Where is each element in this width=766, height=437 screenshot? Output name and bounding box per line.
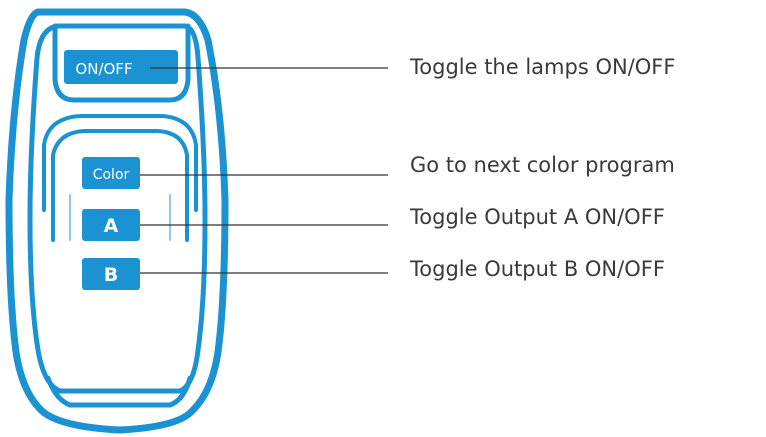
power-button-face [64, 50, 178, 84]
a-button-face [82, 209, 140, 241]
callout-a: Toggle Output A ON/OFF [410, 205, 665, 229]
panel-arch-inner [51, 129, 189, 242]
remote-inner-body [27, 23, 208, 394]
b-button-face [82, 258, 140, 290]
remote-outer-shell [5, 8, 229, 434]
color-button-label: Color [93, 167, 130, 183]
callout-b: Toggle Output B ON/OFF [410, 257, 665, 281]
b-button[interactable]: B [82, 258, 140, 290]
power-button-label: ON/OFF [75, 60, 132, 78]
callout-lines [140, 67, 388, 274]
power-button-recess [52, 23, 191, 103]
color-button-face [82, 157, 140, 189]
a-button[interactable]: A [82, 209, 140, 241]
remote-body [5, 8, 229, 434]
panel-arch-outer [42, 114, 198, 212]
a-button-label: A [104, 215, 119, 237]
callout-color: Go to next color program [410, 153, 675, 177]
b-button-label: B [104, 264, 118, 286]
callout-power: Toggle the lamps ON/OFF [410, 55, 676, 79]
power-button[interactable]: ON/OFF [64, 50, 178, 84]
color-button[interactable]: Color [82, 157, 140, 189]
remote-bottom-lip [45, 375, 193, 408]
